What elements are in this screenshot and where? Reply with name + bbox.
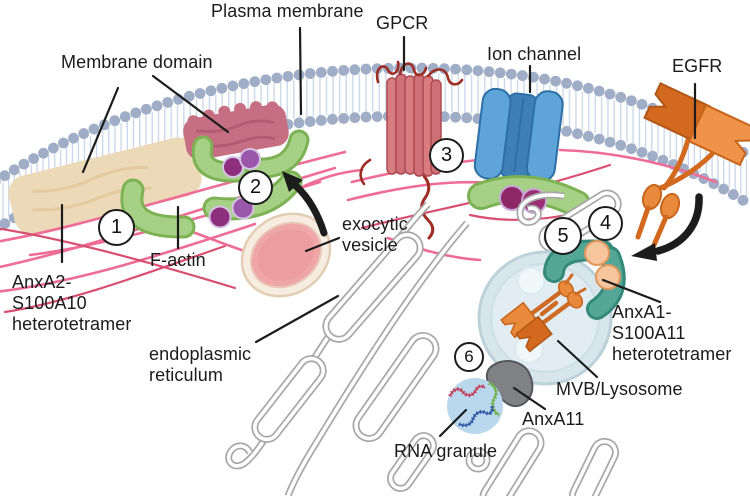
label-gpcr: GPCR [376,13,429,33]
mvb-lysosome [477,250,613,386]
anxa11-leader [512,386,547,411]
mvb-leader [556,339,599,379]
exocytic-vesicle-leader [304,236,341,253]
label-ion-channel: Ion channel [487,44,582,64]
anxa2-s100a10-pair-3 [467,175,591,218]
rna-strand-green [488,381,501,417]
step-badge-2: 2 [238,170,273,205]
step-badge-1: 1 [98,209,135,246]
egfr-in-mvb [500,273,587,353]
anxa1-leader [601,278,662,304]
membrane-domain-leader-right [151,74,230,134]
label-plasma-membrane: Plasma membrane [211,1,364,21]
endoplasmic-reticulum [225,189,622,496]
anxa2-s100a10-pair-2 [191,129,310,183]
label-membrane-domain: Membrane domain [61,52,213,72]
leader-lines [60,26,697,438]
label-exocytic-vesicle: exocytic vesicle [342,214,408,255]
egfr-receptor [635,82,750,248]
label-anxa11: AnxA11 [522,409,585,429]
label-anxa1-s100a11: AnxA1- S100A11 heterotetramer [612,302,732,364]
step-badge-5: 5 [544,217,582,255]
egfr-internalization-arrow [631,193,703,261]
er-leader [254,294,340,344]
step-badge-6: 6 [454,342,484,372]
membrane-domain-leader-left [81,86,120,174]
step-badge-4: 4 [588,206,623,241]
step-badge-3: 3 [429,138,464,173]
rna-granule [447,378,503,434]
ion-channel [473,87,564,183]
label-mvb-lysosome: MVB/Lysosome [556,379,683,399]
rna-strand-red [448,384,487,398]
exocytic-vesicle [240,212,332,298]
label-endoplasmic-reticulum: endoplasmic reticulum [149,344,252,385]
exocytosis-arrow [282,171,328,237]
label-anxa2-s100a10: AnxA2- S100A10 heterotetramer [12,272,132,334]
rna-strand-blue [458,405,495,428]
label-f-actin: F-actin [150,250,206,270]
plasma-membrane-leader [298,26,303,116]
intraluminal-vesicle [516,266,546,296]
label-rna-granule: RNA granule [394,441,498,461]
rna-granule-leader [438,408,468,438]
label-egfr: EGFR [672,56,723,76]
